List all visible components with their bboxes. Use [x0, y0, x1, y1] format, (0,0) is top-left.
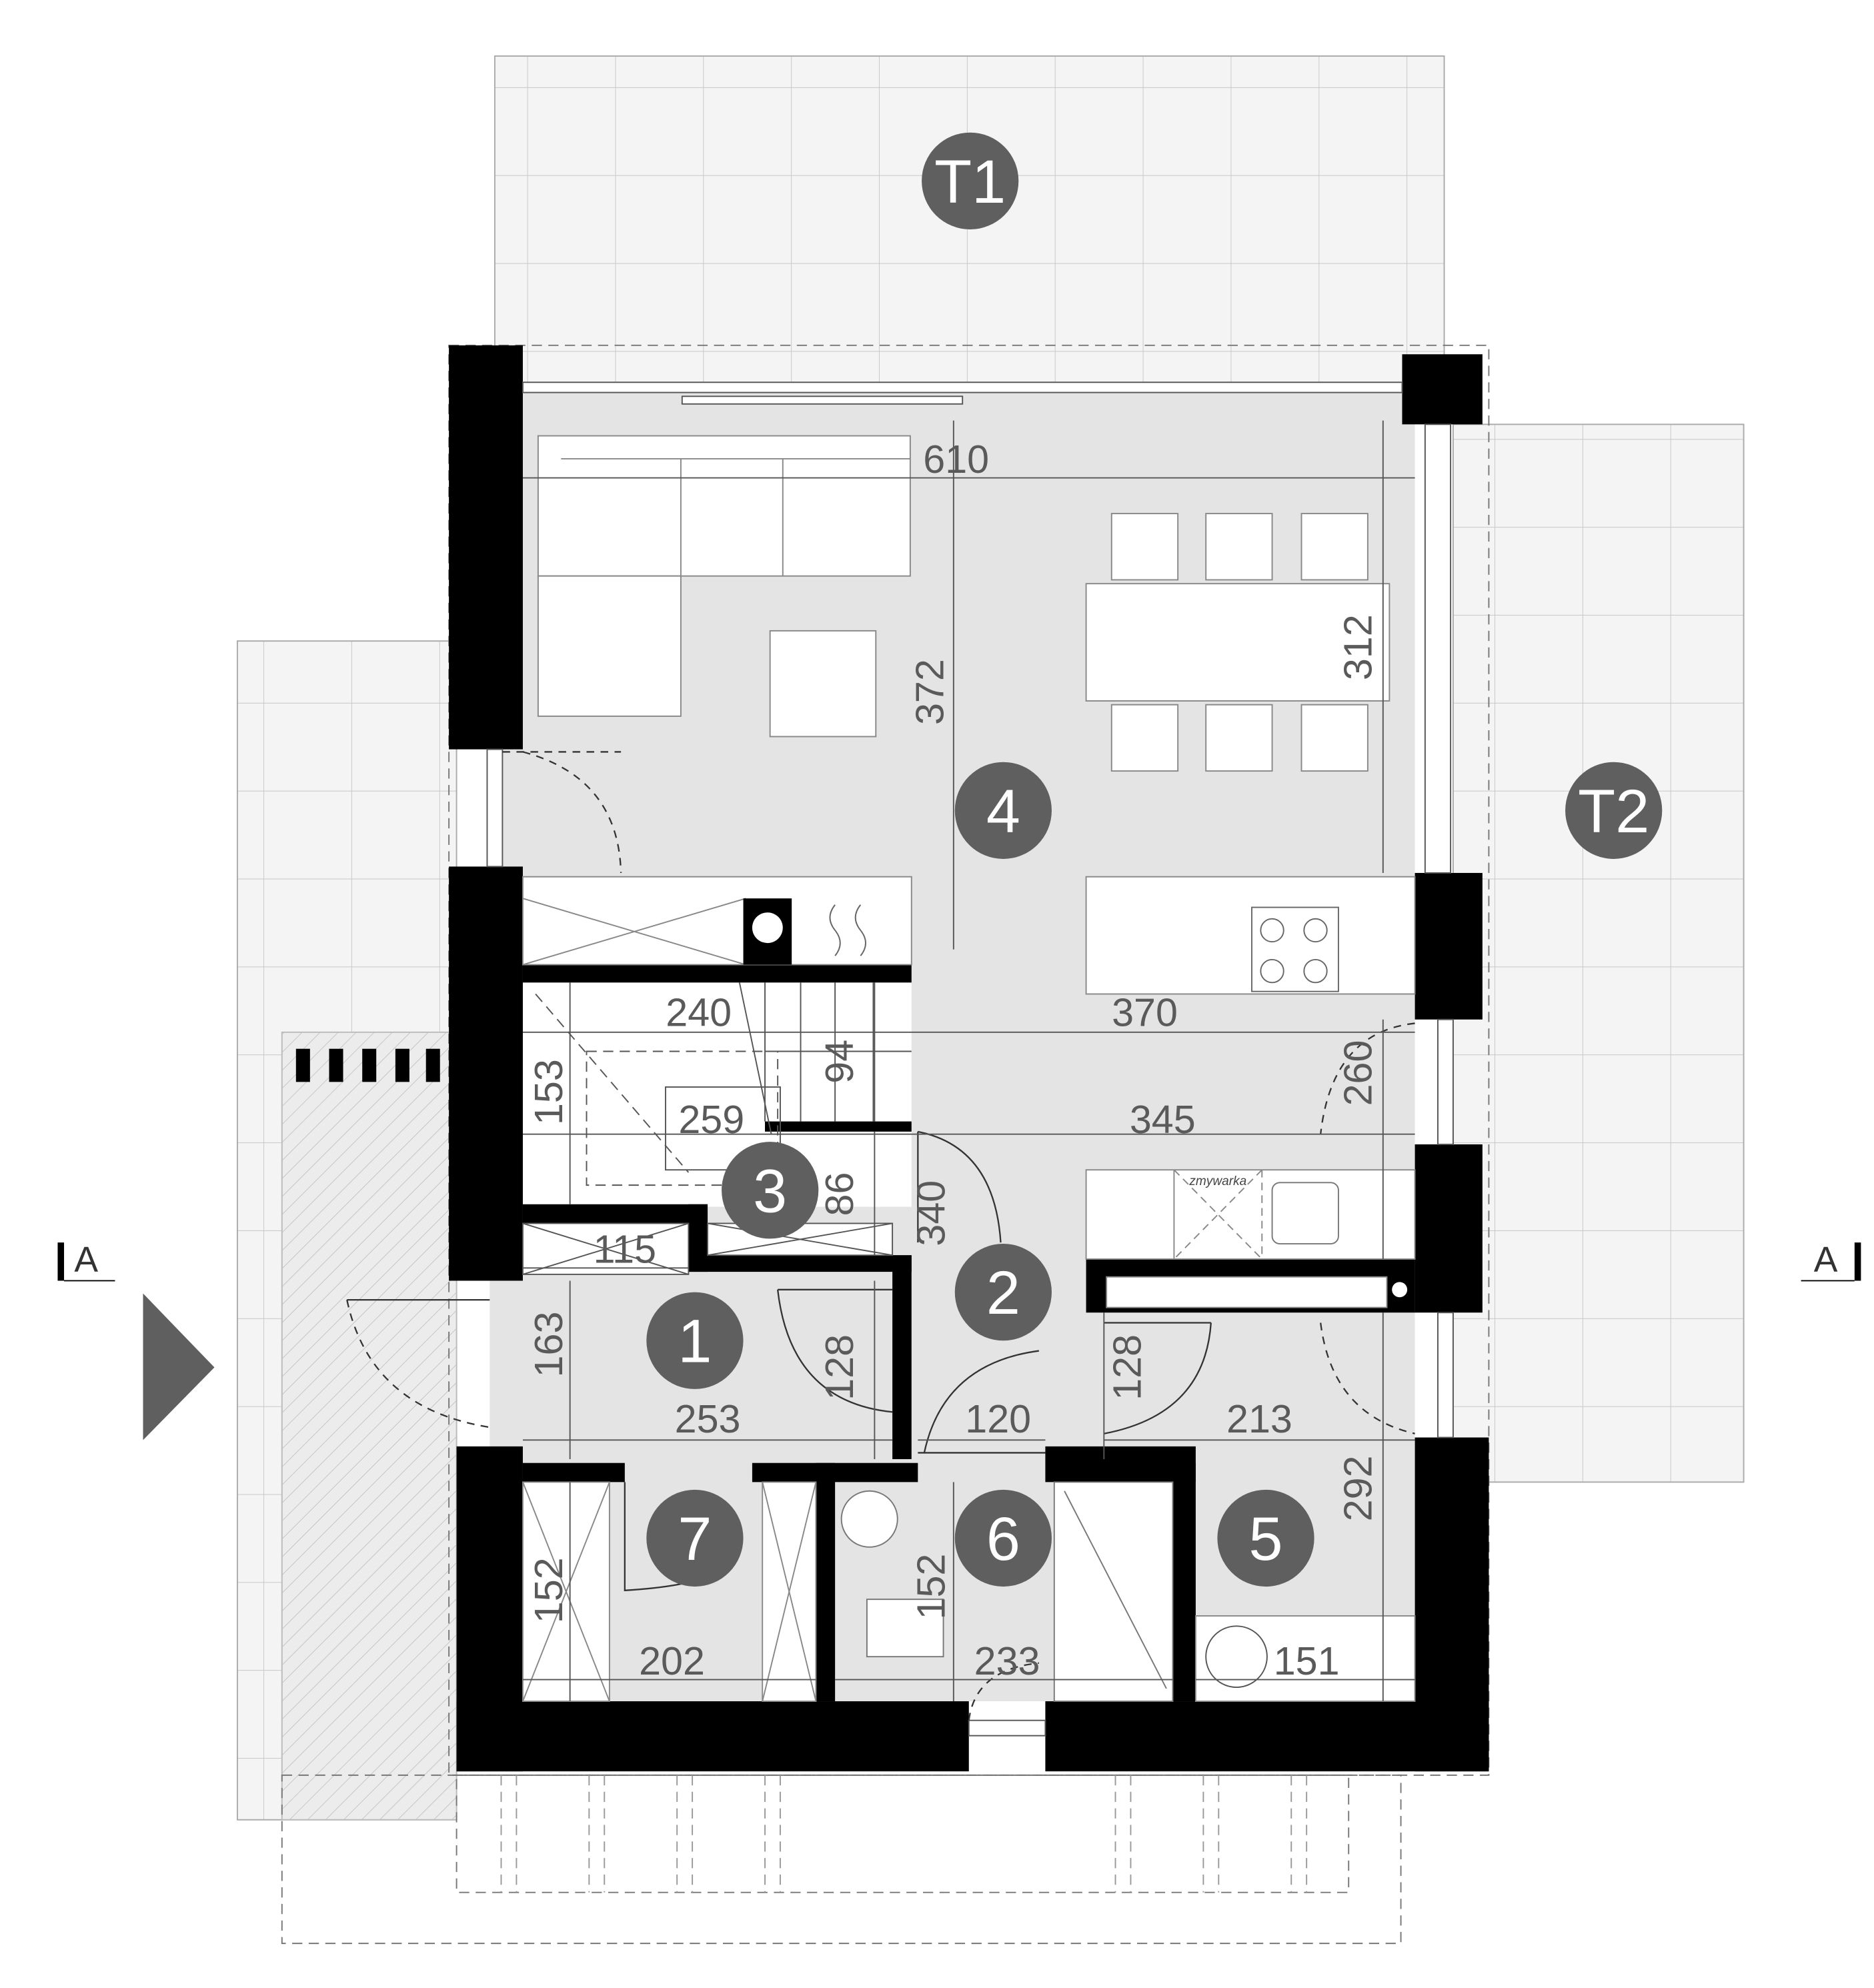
- section-mark-right: A: [1801, 1240, 1861, 1282]
- dim-115: 115: [594, 1227, 656, 1272]
- dim-370: 370: [1112, 990, 1178, 1034]
- terrace-label: T2: [1578, 778, 1649, 846]
- terrace-label: T1: [934, 148, 1006, 216]
- entrance-steps: [295, 1048, 440, 1082]
- section-mark-left: A: [57, 1240, 115, 1282]
- kitchen-counter: zmywarka: [1085, 1169, 1416, 1260]
- dim-312: 312: [1336, 614, 1380, 680]
- dim-128-hall: 128: [817, 1334, 862, 1400]
- room-number: 4: [986, 778, 1020, 846]
- room-number: 3: [753, 1157, 787, 1225]
- room-badge-3: 3: [722, 1142, 819, 1239]
- wardrobe-5: [1106, 1276, 1388, 1308]
- dim-94: 94: [817, 1040, 862, 1084]
- terrace-badge-t2: T2: [1565, 762, 1663, 859]
- staircase: [522, 982, 912, 1275]
- dining-table: [1085, 583, 1390, 702]
- room-badge-6: 6: [954, 1489, 1052, 1587]
- windows: [486, 381, 1454, 1737]
- dim-163: 163: [526, 1312, 571, 1378]
- dim-340: 340: [908, 1180, 953, 1246]
- room-badge-5: 5: [1217, 1489, 1314, 1587]
- dim-253: 253: [675, 1396, 741, 1441]
- boiler-icon: [1205, 1625, 1268, 1688]
- room-number: 2: [986, 1259, 1020, 1327]
- shower-icon: [1053, 1481, 1174, 1703]
- room-badge-7: 7: [646, 1489, 744, 1587]
- dim-240: 240: [666, 990, 732, 1034]
- heat-icon: [829, 904, 866, 956]
- sink-icon: [1271, 1182, 1339, 1244]
- room-number: 7: [678, 1505, 712, 1573]
- kitchen-island: [1085, 876, 1416, 995]
- dim-610: 610: [923, 437, 989, 481]
- entrance-hatched-area: [281, 1031, 457, 1821]
- dining-chairs: [1110, 513, 1368, 772]
- pergola-lines: [500, 1775, 1308, 1893]
- entrance-arrow-icon: [143, 1293, 215, 1440]
- dim-152-room7: 152: [526, 1557, 571, 1623]
- toilet-icon: [840, 1490, 898, 1548]
- dim-120: 120: [965, 1396, 1031, 1441]
- sofa: [537, 435, 911, 717]
- washbasin-icon: [866, 1599, 944, 1658]
- walls: [449, 345, 1489, 1772]
- dim-153: 153: [526, 1059, 571, 1125]
- section-label: A: [74, 1240, 98, 1280]
- bathroom-fixtures: [840, 1481, 1174, 1703]
- cooktop-icon: [1251, 906, 1339, 992]
- room-badge-1: 1: [646, 1292, 744, 1389]
- dim-345: 345: [1130, 1097, 1196, 1142]
- dim-86: 86: [817, 1172, 862, 1216]
- dim-292: 292: [1336, 1456, 1380, 1522]
- fireplace-unit: [522, 876, 912, 966]
- terrace-t2: [1452, 423, 1745, 1483]
- dim-202: 202: [639, 1639, 705, 1683]
- dim-128-room5: 128: [1105, 1334, 1150, 1400]
- dimension-labels: 610 372 312 370 240 94 153 259 345 260 8…: [526, 437, 1380, 1683]
- coffee-table: [769, 630, 877, 738]
- dim-151: 151: [1274, 1639, 1340, 1683]
- dim-372: 372: [908, 659, 952, 725]
- room-badges: T1 T2 1 2 3 4 5 6 7: [646, 132, 1663, 1587]
- dimension-lines: [522, 420, 1415, 1702]
- room-badge-2: 2: [954, 1244, 1052, 1341]
- wardrobes-7: [522, 1481, 817, 1703]
- dim-233: 233: [974, 1639, 1040, 1683]
- dim-260: 260: [1336, 1040, 1380, 1106]
- dim-213: 213: [1226, 1396, 1292, 1441]
- room-number: 1: [678, 1308, 712, 1376]
- section-label: A: [1814, 1240, 1838, 1280]
- dishwasher-label: zmywarka: [1188, 1174, 1246, 1188]
- room-number: 5: [1249, 1505, 1283, 1573]
- dim-152-room6: 152: [908, 1554, 953, 1620]
- dim-259: 259: [678, 1097, 744, 1142]
- drain-icon: [1392, 1282, 1408, 1298]
- terrace-badge-t1: T1: [922, 132, 1019, 229]
- room-badge-4: 4: [954, 762, 1052, 859]
- room-number: 6: [986, 1505, 1020, 1573]
